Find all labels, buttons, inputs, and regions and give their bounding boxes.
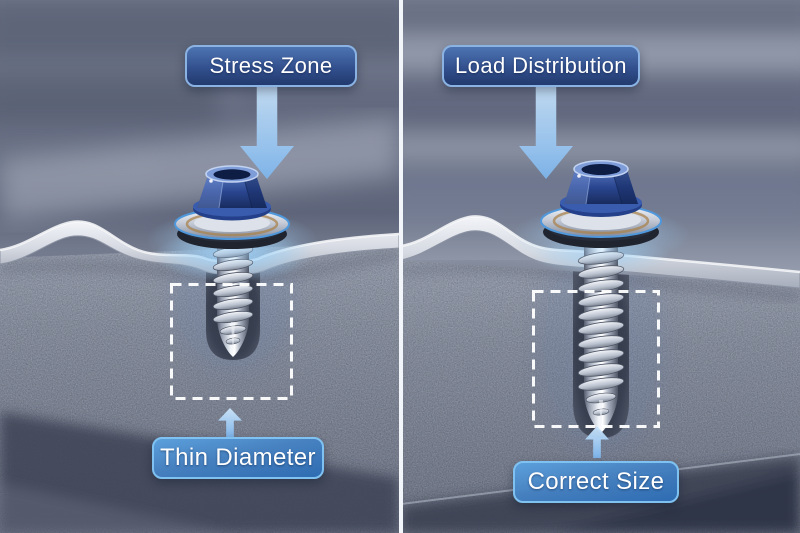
thin-diameter-label: Thin Diameter [152, 437, 324, 479]
panel-left: Stress Zone Thin Diameter [0, 0, 399, 533]
panel-right: Load Distribution Correct Size [401, 0, 800, 533]
panel-divider [399, 0, 403, 533]
stress-zone-label: Stress Zone [185, 45, 357, 87]
thin-screw-illustration [146, 165, 318, 357]
load-distribution-label: Load Distribution [442, 45, 640, 87]
dashed-rect [532, 290, 660, 428]
correct-size-label: Correct Size [513, 461, 679, 503]
dashed-rect [170, 283, 293, 400]
focus-area-outline [532, 290, 660, 428]
focus-area-outline [170, 283, 293, 400]
correct-screw-illustration [511, 160, 691, 433]
